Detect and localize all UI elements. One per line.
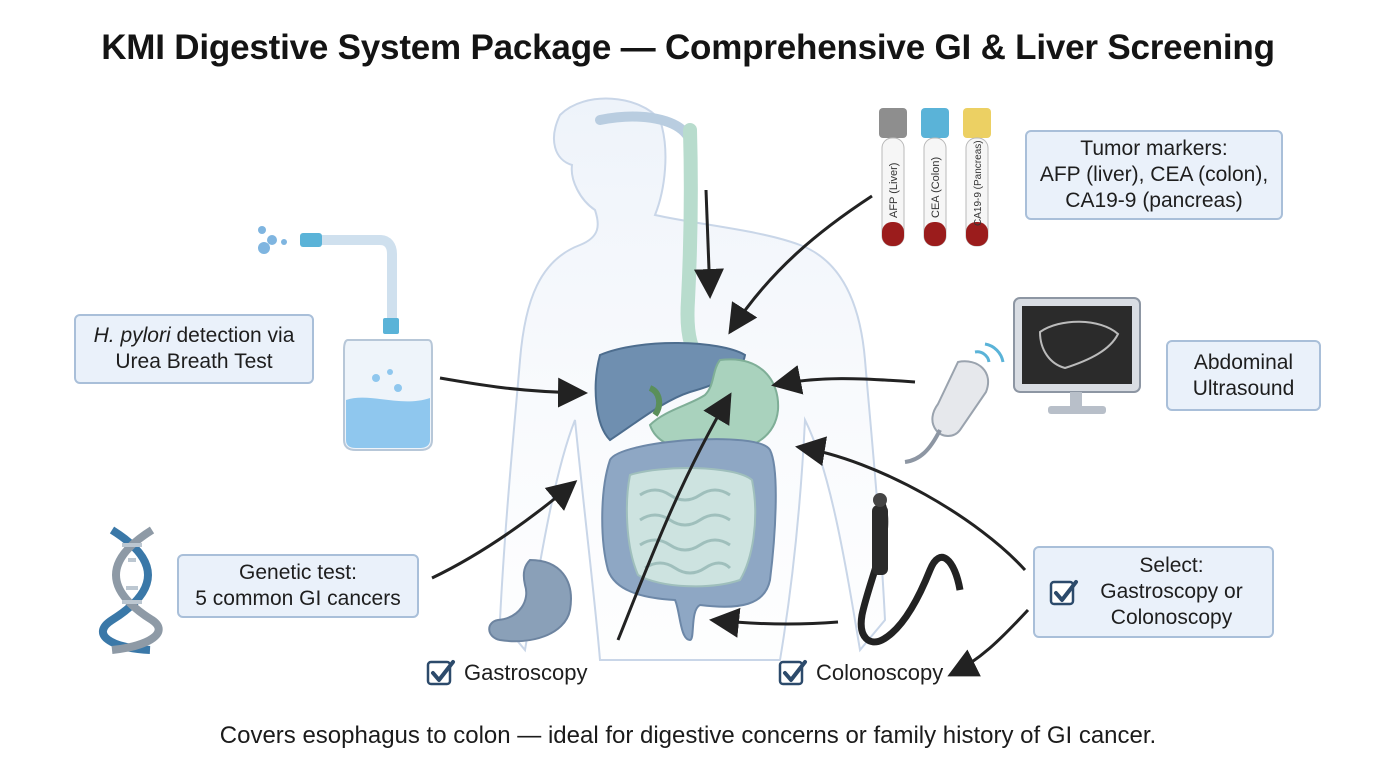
checkbox-checked-icon (778, 660, 807, 686)
ultrasound-line-2: Ultrasound (1192, 376, 1295, 400)
hpylori-line-1: H. pylori detection via (94, 323, 295, 349)
select-line-2: Gastroscopy or (1100, 580, 1243, 603)
gastroscopy-label: Gastroscopy (464, 660, 588, 685)
tube-label-cea: CEA (Colon) (930, 157, 942, 218)
tumor-markers-line-3: CA19-9 (pancreas) (1065, 189, 1243, 212)
breath-test-bag-icon (258, 226, 433, 451)
tube-label-ca19-9: CA19-9 (Pancreas) (973, 140, 984, 226)
select-callout: Select: Gastroscopy or Colonoscopy (1033, 546, 1274, 638)
small-intestine (625, 467, 757, 588)
endoscope-icon (857, 493, 964, 646)
genetic-test-callout: Genetic test: 5 common GI cancers (177, 554, 419, 618)
tube-afp (879, 108, 907, 247)
stomach-small-illustration (488, 558, 572, 643)
page-title: KMI Digestive System Package — Comprehen… (101, 28, 1275, 67)
dna-helix-icon (99, 526, 163, 654)
tumor-markers-callout: Tumor markers: AFP (liver), CEA (colon),… (1025, 130, 1283, 220)
hpylori-italic: H. pylori (93, 324, 171, 347)
gastroscopy-option: Gastroscopy (426, 658, 588, 688)
arrows (431, 189, 1030, 677)
colonoscopy-label: Colonoscopy (816, 660, 944, 685)
liver-organ (594, 342, 747, 442)
tumor-markers-line-1: Tumor markers: (1080, 137, 1228, 160)
ultrasound-callout: Abdominal Ultrasound (1166, 340, 1321, 411)
colonoscopy-option: Colonoscopy (778, 658, 943, 688)
select-line-1: Select: (1139, 554, 1204, 577)
tube-label-afp: AFP (Liver) (888, 163, 900, 218)
ultrasound-machine-icon (904, 297, 1141, 464)
genetic-line-2: 5 common GI cancers (195, 587, 401, 610)
tube-ca19-9 (963, 108, 991, 247)
hpylori-line-2: Urea Breath Test (115, 350, 273, 373)
select-line-3: Colonoscopy (1110, 606, 1233, 629)
footer-caption: Covers esophagus to colon — ideal for di… (219, 722, 1157, 749)
tube-cea (921, 108, 949, 247)
tumor-markers-line-2: AFP (liver), CEA (colon), (1039, 163, 1269, 186)
genetic-line-1: Genetic test: (239, 561, 357, 584)
ultrasound-line-1: Abdominal (1193, 350, 1294, 374)
hpylori-callout: H. pylori detection via Urea Breath Test (74, 314, 314, 384)
checkbox-checked-icon (1049, 580, 1078, 606)
checkbox-checked-icon (426, 660, 455, 686)
hpylori-rest: detection via (170, 324, 295, 347)
blood-tubes: AFP (Liver) CEA (Colon) CA19-9 (Pancreas… (879, 108, 991, 247)
